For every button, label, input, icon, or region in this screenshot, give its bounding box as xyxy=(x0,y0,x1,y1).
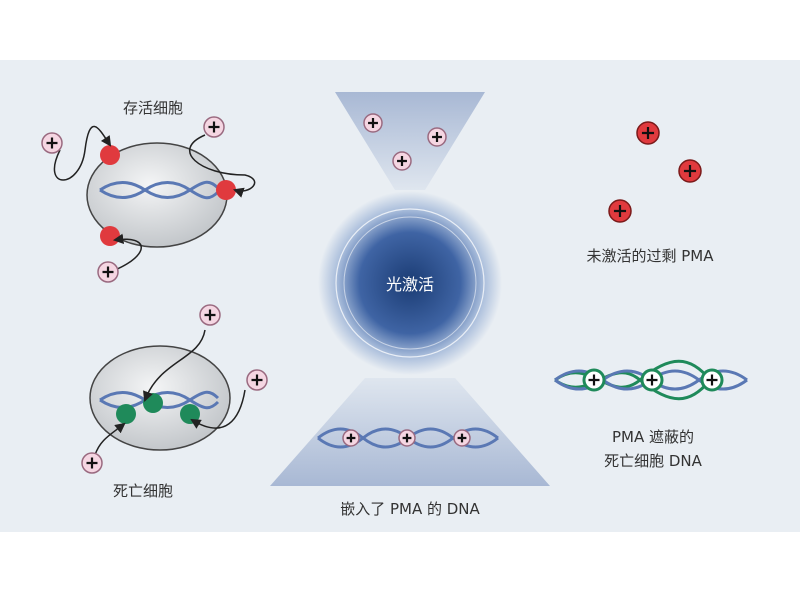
pma-molecule xyxy=(678,159,702,183)
plus-icon xyxy=(457,433,467,443)
plus-icon xyxy=(204,309,216,321)
red-binding-site xyxy=(216,180,236,200)
light-ring-outer xyxy=(335,208,485,358)
excess-pma-label: 未激活的过剩 PMA xyxy=(586,247,714,265)
dead-cell-label: 死亡细胞 xyxy=(113,482,173,500)
masked-dna-label-line1: PMA 遮蔽的 xyxy=(612,428,694,446)
pma-molecule xyxy=(363,113,383,133)
pma-molecule xyxy=(427,127,447,147)
pma-molecule xyxy=(640,368,664,392)
plus-icon xyxy=(588,374,600,386)
pma-molecules xyxy=(41,113,724,474)
pma-molecule xyxy=(81,452,103,474)
live-cell-dna xyxy=(99,180,220,200)
dead-cell xyxy=(89,329,246,456)
plus-icon xyxy=(368,118,378,128)
pma-molecule xyxy=(636,121,660,145)
light-ring-inner xyxy=(343,216,477,350)
green-binding-site xyxy=(116,404,136,424)
pma-molecule xyxy=(453,429,471,447)
pma-molecule xyxy=(608,199,632,223)
plus-icon xyxy=(208,121,220,133)
plus-icon xyxy=(251,374,263,386)
plus-icon xyxy=(397,156,407,166)
plus-icon xyxy=(346,433,356,443)
red-binding-site xyxy=(100,145,120,165)
blocked-path-arrow xyxy=(112,233,142,271)
plus-icon xyxy=(102,266,114,278)
entry-arrow xyxy=(190,389,246,429)
green-binding-site xyxy=(180,404,200,424)
entry-arrow xyxy=(94,422,126,456)
plus-icon xyxy=(641,126,655,140)
red-binding-site xyxy=(100,226,120,246)
pma-molecule xyxy=(342,429,360,447)
plus-icon xyxy=(46,137,58,149)
pma-molecule xyxy=(41,132,63,154)
blocked-path-arrow xyxy=(53,125,112,181)
plus-icon xyxy=(683,164,697,178)
photoactivation-label: 光激活 xyxy=(386,275,434,294)
live-cell xyxy=(53,125,256,271)
plus-icon xyxy=(646,374,658,386)
entry-arrow xyxy=(143,329,206,402)
pma-molecule xyxy=(203,116,225,138)
pma-molecule xyxy=(199,304,221,326)
pma-molecule xyxy=(582,368,606,392)
pma-molecule xyxy=(700,368,724,392)
pma-molecule xyxy=(97,261,119,283)
blocked-path-arrow xyxy=(189,134,256,198)
live-cell-label: 存活细胞 xyxy=(123,99,183,117)
pma-dna-label: 嵌入了 PMA 的 DNA xyxy=(340,500,480,518)
plus-icon xyxy=(86,457,98,469)
plus-icon xyxy=(432,132,442,142)
light-sphere xyxy=(318,191,502,375)
pma-molecule xyxy=(398,429,416,447)
pma-molecule xyxy=(392,151,412,171)
plus-icon xyxy=(706,374,718,386)
masked-dna-label-line2: 死亡细胞 DNA xyxy=(604,452,703,470)
pma-molecule xyxy=(246,369,268,391)
plus-icon xyxy=(402,433,412,443)
plus-icon xyxy=(613,204,627,218)
upper-light-cone xyxy=(335,92,485,190)
